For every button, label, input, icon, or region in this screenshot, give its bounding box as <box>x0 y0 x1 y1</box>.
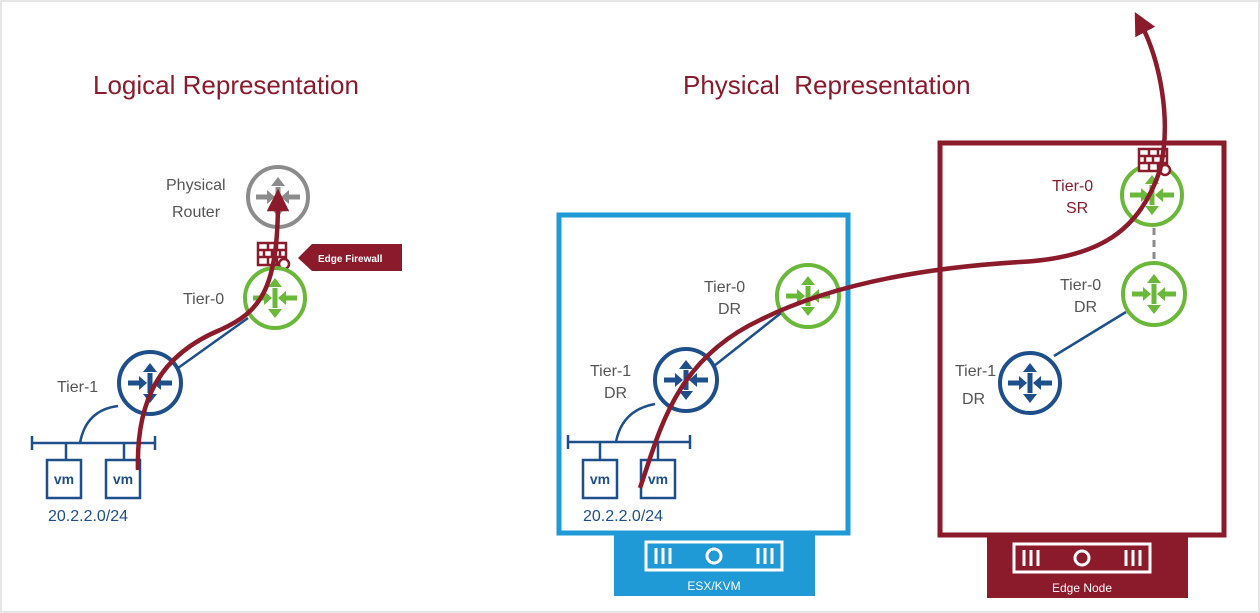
esx-tier0-dr-router-icon <box>775 263 841 329</box>
esx-tier1-label-line1: Tier-1 <box>590 363 631 380</box>
logical-tier1-label: Tier-1 <box>57 379 98 396</box>
vm-label: vm <box>54 471 74 487</box>
edge-dr-label-line2: DR <box>1074 299 1097 316</box>
esx-tier0-label-line2: DR <box>718 301 741 318</box>
logical-traffic-path <box>135 188 290 471</box>
edge-node-footer: Edge Node <box>987 536 1188 598</box>
edge-tier1-label-line1: Tier-1 <box>955 363 996 380</box>
edge-firewall-label: Edge Firewall <box>318 254 383 265</box>
esx-switch <box>566 402 692 460</box>
esx-vm-1: vm <box>581 458 619 500</box>
esx-tier0-label-line1: Tier-0 <box>704 279 745 296</box>
edge-tier0-dr-router-icon <box>1121 261 1187 327</box>
esx-host-box <box>556 212 851 536</box>
logical-tier1-tier0-link <box>177 316 249 370</box>
logical-tier0-label: Tier-0 <box>183 291 224 308</box>
edge-dr-label-line1: Tier-0 <box>1060 277 1101 294</box>
esx-host-label: ESX/KVM <box>687 579 740 593</box>
logical-tier0-router-icon <box>243 266 307 330</box>
physical-router-label-line1: Physical <box>166 177 226 194</box>
edge-node-box <box>937 140 1227 538</box>
logical-subnet-label: 20.2.2.0/24 <box>48 508 128 525</box>
logical-title: Logical Representation <box>93 70 359 100</box>
edge-tier0-sr-router-icon <box>1120 163 1184 227</box>
edge-tier1-label-line2: DR <box>962 391 985 408</box>
edge-tier1-dr-router-icon <box>998 351 1062 415</box>
esx-tier1-tier0-link <box>713 312 782 367</box>
vm-label: vm <box>113 471 133 487</box>
edge-sr-label-line1: Tier-0 <box>1052 178 1093 195</box>
esx-subnet-label: 20.2.2.0/24 <box>583 508 663 525</box>
logical-vm-1: vm <box>45 458 83 500</box>
edge-firewall-callout: Edge Firewall <box>298 244 402 271</box>
physical-title: Physical Representation <box>683 70 971 100</box>
logical-vm-2: vm <box>104 458 142 500</box>
edge-tier1-tier0-link <box>1053 310 1127 358</box>
esx-host-footer: ESX/KVM <box>614 534 815 596</box>
edge-sr-label-line2: SR <box>1066 200 1088 217</box>
logical-switch <box>30 404 157 460</box>
vm-label: vm <box>648 471 668 487</box>
esx-tier1-label-line2: DR <box>604 385 627 402</box>
vm-label: vm <box>590 471 610 487</box>
physical-router-label-line2: Router <box>172 204 221 221</box>
physical-traffic-path <box>637 12 1167 489</box>
edge-node-label: Edge Node <box>1052 581 1112 595</box>
esx-vm-2: vm <box>639 458 677 500</box>
